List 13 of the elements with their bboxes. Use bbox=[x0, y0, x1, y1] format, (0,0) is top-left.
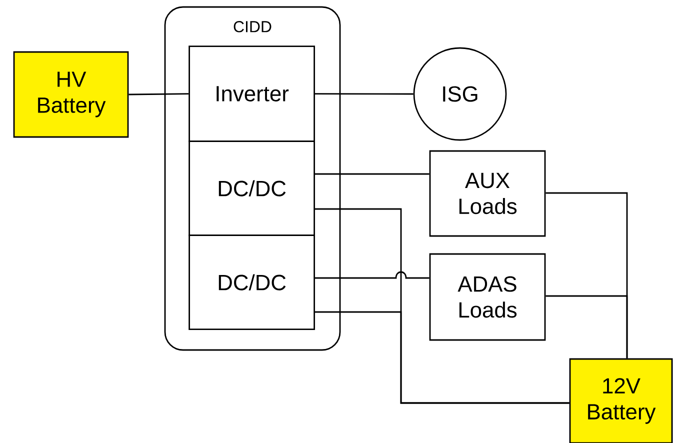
connector-line bbox=[546, 295, 628, 358]
converter-box: DC/DC bbox=[188, 140, 315, 236]
connector-line bbox=[315, 311, 570, 404]
inverter-box: Inverter bbox=[188, 46, 315, 142]
load-box: AUX Loads bbox=[429, 150, 546, 237]
connector-line bbox=[315, 93, 414, 95]
connector-line bbox=[315, 271, 430, 279]
converter-box: DC/DC bbox=[188, 234, 315, 330]
battery-box: HV Battery bbox=[13, 51, 129, 138]
load-box: ADAS Loads bbox=[429, 253, 546, 341]
connector-line bbox=[128, 93, 189, 96]
battery-box: 12V Battery bbox=[569, 358, 673, 443]
connector-line bbox=[315, 173, 430, 175]
